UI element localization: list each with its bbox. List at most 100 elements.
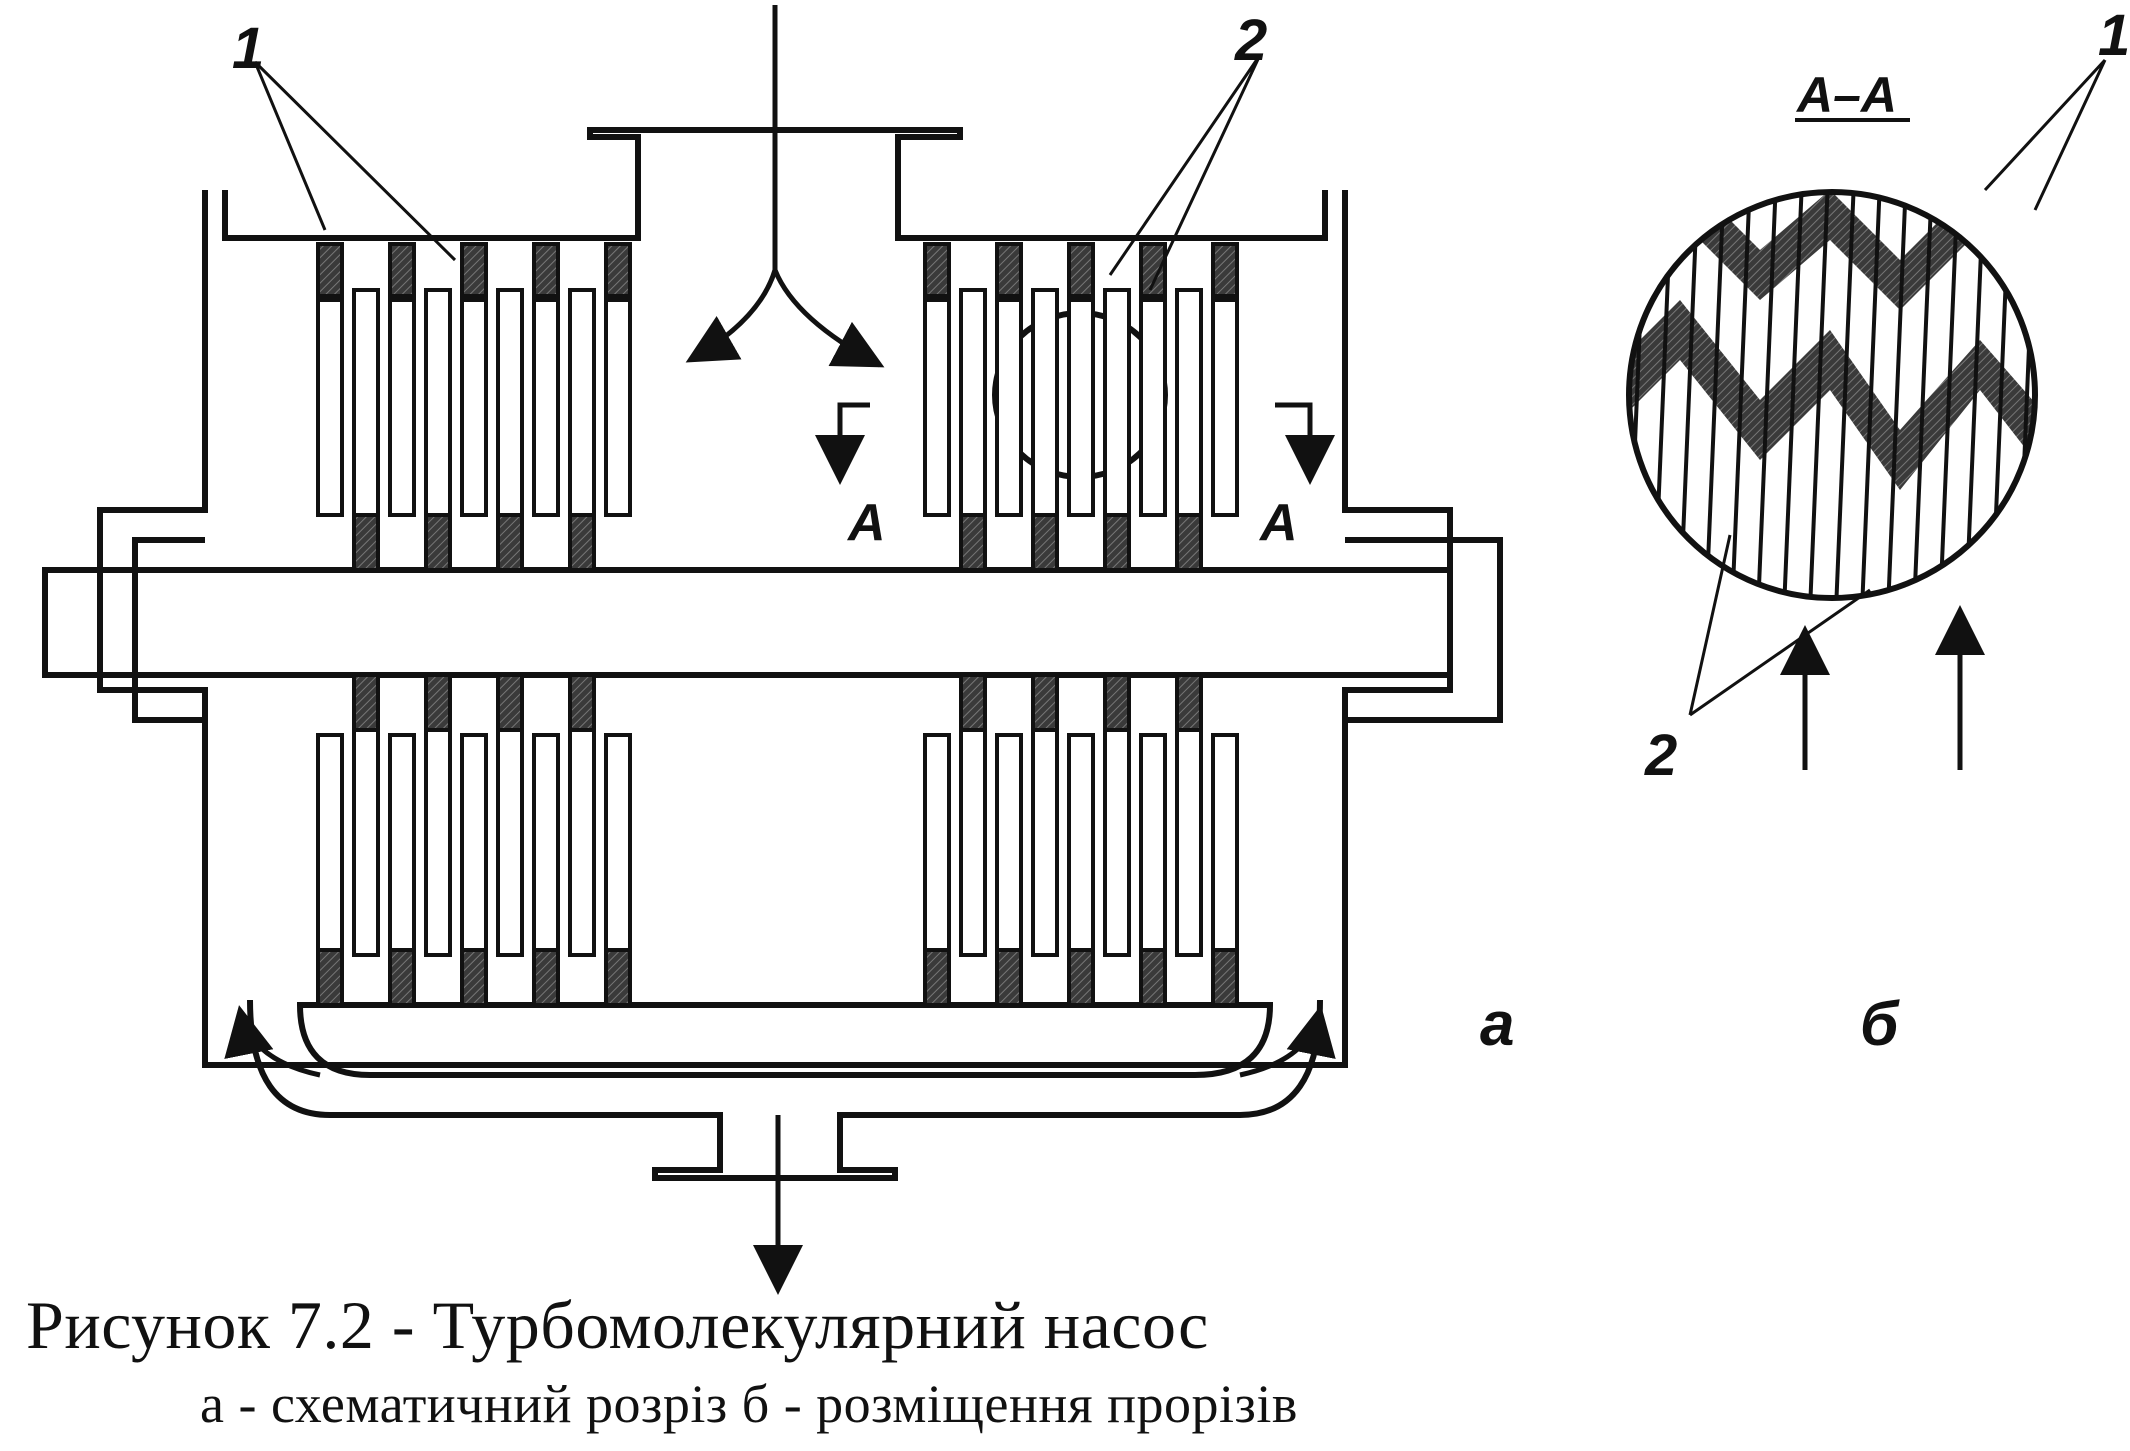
rotor-hub xyxy=(352,513,380,572)
rotor-hub xyxy=(959,513,987,572)
stator-mount xyxy=(1139,242,1167,298)
stator-mount xyxy=(604,242,632,298)
exhaust-arrow-left xyxy=(224,1005,321,1078)
slit-line xyxy=(1808,192,1830,598)
slit-line xyxy=(1652,192,1674,598)
stator-mount xyxy=(388,242,416,298)
stator-blade xyxy=(995,298,1023,517)
stator-blade xyxy=(388,733,416,952)
rotor-blade xyxy=(424,728,452,957)
rotor-blade xyxy=(424,288,452,517)
stator-mount xyxy=(460,948,488,1007)
rotor-blade xyxy=(1103,728,1131,957)
stator-blade xyxy=(1067,298,1095,517)
stator-blade xyxy=(1139,733,1167,952)
rotor-blade xyxy=(1031,728,1059,957)
slit-line xyxy=(1782,192,1804,598)
stator-mount xyxy=(532,242,560,298)
stator-mount xyxy=(316,948,344,1007)
stator-mount xyxy=(923,242,951,298)
rotor-hub xyxy=(1031,673,1059,732)
figure-subcaption: а - схематичний розріз б - розміщення пр… xyxy=(200,1374,1298,1434)
rotor-blade xyxy=(352,288,380,517)
stator-blade xyxy=(316,733,344,952)
rotor-blade xyxy=(1175,728,1203,957)
rotor-hub xyxy=(1103,673,1131,732)
flow-arrow-left xyxy=(685,150,778,363)
stator-blade xyxy=(1211,298,1239,517)
stator-blade xyxy=(388,298,416,517)
stator-blade xyxy=(604,733,632,952)
label-section-a-right: A xyxy=(1258,494,1298,552)
stator-mount xyxy=(1067,948,1095,1007)
section-arrow-right xyxy=(1275,402,1335,485)
outlet-duct xyxy=(247,999,1323,1181)
rotor-hub xyxy=(568,513,596,572)
stator-mount xyxy=(995,242,1023,298)
slit-line xyxy=(1886,192,1908,598)
stator-blade xyxy=(460,733,488,952)
stator-mount xyxy=(923,948,951,1007)
stator-blade xyxy=(995,733,1023,952)
rotor-shaft xyxy=(42,567,1453,678)
stator-mount xyxy=(1139,948,1167,1007)
stator-blade xyxy=(316,298,344,517)
bearing-housing-right xyxy=(1345,537,1503,723)
label-panel-a: a xyxy=(1480,990,1514,1059)
section-circle xyxy=(1626,189,2038,601)
label-rotor-1: 1 xyxy=(232,16,264,81)
rotor-hub xyxy=(1175,673,1203,732)
stator-blade xyxy=(532,298,560,517)
stator-blade xyxy=(1139,298,1167,517)
stator-mount xyxy=(604,948,632,1007)
rotor-blade xyxy=(1031,288,1059,517)
label-section-rotor-1: 1 xyxy=(2098,3,2130,68)
stator-blade xyxy=(604,298,632,517)
stator-zigzag-bottom xyxy=(1629,300,2035,490)
slit-line xyxy=(1602,180,1620,610)
rotor-hub xyxy=(1175,513,1203,572)
flow-arrow-right xyxy=(772,269,885,368)
blade-stack xyxy=(316,242,1239,1007)
slit-line xyxy=(1912,192,1934,598)
rotor-hub xyxy=(1031,513,1059,572)
stator-mount xyxy=(1211,242,1239,298)
rotor-blade xyxy=(352,728,380,957)
slit-line xyxy=(1938,192,1960,598)
stator-mount xyxy=(316,242,344,298)
stator-mount xyxy=(995,948,1023,1007)
rotor-hub xyxy=(959,673,987,732)
stator-blade xyxy=(1211,733,1239,952)
slit-line xyxy=(1756,192,1778,598)
rotor-blade xyxy=(1103,288,1131,517)
stator-mount xyxy=(1211,948,1239,1007)
label-section-a-left: A xyxy=(846,494,886,552)
label-stator-2: 2 xyxy=(1234,8,1267,73)
rotor-hub xyxy=(496,673,524,732)
rotor-hub xyxy=(496,513,524,572)
rotor-blade xyxy=(1175,288,1203,517)
stator-blade xyxy=(923,733,951,952)
section-arrow-left xyxy=(815,402,870,485)
stator-mount xyxy=(532,948,560,1007)
rotor-hub xyxy=(352,673,380,732)
outlet-inner-tray xyxy=(296,1002,1274,1078)
label-panel-b: б xyxy=(1860,990,1900,1059)
stator-mount xyxy=(388,948,416,1007)
figure-caption: Рисунок 7.2 - Турбомолекулярний насос xyxy=(26,1287,1209,1363)
rotor-blade xyxy=(959,288,987,517)
stator-blade xyxy=(532,733,560,952)
rotor-hub xyxy=(1103,513,1131,572)
section-leaders-1 xyxy=(1983,58,2107,211)
pump-section-view xyxy=(42,127,1503,1181)
label-section-stator-2: 2 xyxy=(1644,723,1677,788)
flow-arrows xyxy=(224,5,1336,1295)
section-detail xyxy=(1602,58,2107,770)
stator-blade xyxy=(923,298,951,517)
slit-line xyxy=(1730,192,1752,598)
rotor-blade xyxy=(568,728,596,957)
rotor-blade xyxy=(959,728,987,957)
leader-lines-1 xyxy=(253,60,457,262)
rotor-blade xyxy=(496,288,524,517)
